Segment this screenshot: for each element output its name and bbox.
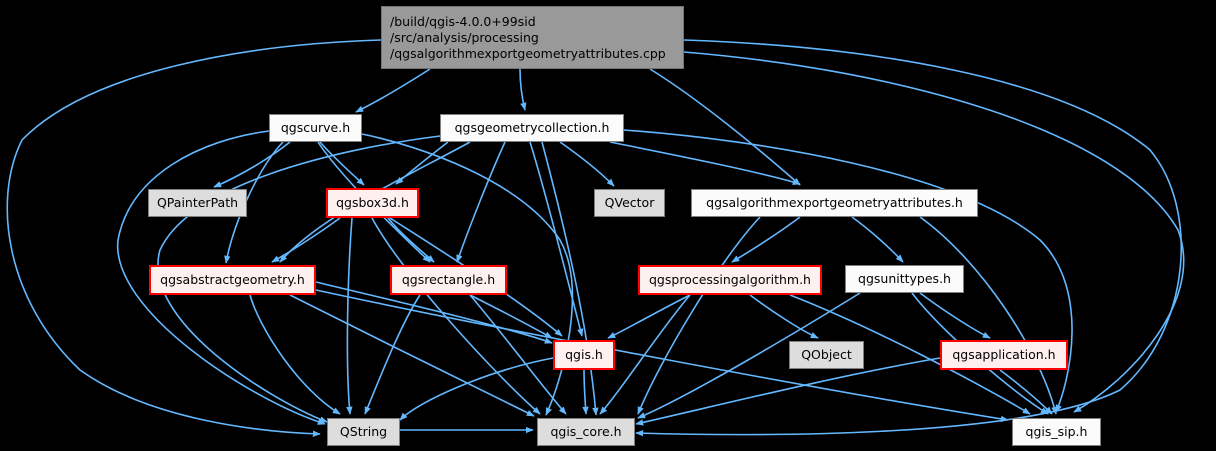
edge-algo-to-procalg <box>731 216 801 263</box>
edge-curve-to-qstring <box>117 130 326 425</box>
node-qobject[interactable]: QObject <box>789 341 864 369</box>
node-label-procalg: qgsprocessingalgorithm.h <box>649 272 811 288</box>
edge-unit-to-qapp <box>919 292 991 339</box>
edge-procalg-to-core <box>599 294 691 415</box>
node-label-box3d: qgsbox3d.h <box>336 195 409 211</box>
node-procalg[interactable]: qgsprocessingalgorithm.h <box>638 265 822 295</box>
edge-algo-to-unit <box>851 216 904 263</box>
edge-curve-to-ppath <box>213 141 291 188</box>
node-unit[interactable]: qgsunittypes.h <box>845 265 964 293</box>
node-geomcol[interactable]: qgsgeometrycollection.h <box>440 114 624 142</box>
edge-geomcol-to-rect <box>456 141 506 263</box>
edge-root-to-geomcol <box>519 68 527 111</box>
node-box3d[interactable]: qgsbox3d.h <box>326 188 419 218</box>
edge-algo-to-core <box>637 216 761 415</box>
node-core[interactable]: qgis_core.h <box>537 418 635 446</box>
node-label-rect: qgsrectangle.h <box>401 272 496 288</box>
edge-absgeom-to-qstring <box>249 294 341 415</box>
edge-geomcol-to-qvector <box>559 141 615 187</box>
node-label-core: qgis_core.h <box>550 424 622 440</box>
edge-box3d-to-core <box>371 217 541 415</box>
edge-root-to-core <box>635 39 1182 437</box>
edge-unit-to-core <box>637 292 861 419</box>
edge-geomcol-to-core <box>541 141 599 416</box>
edge-absgeom-to-sip <box>315 289 1009 423</box>
edge-qgis-to-core <box>582 369 589 415</box>
node-rect[interactable]: qgsrectangle.h <box>390 265 507 295</box>
node-label-ppath: QPainterPath <box>156 195 239 211</box>
node-curve[interactable]: qgscurve.h <box>269 114 362 142</box>
edge-root-to-sip <box>683 51 1185 413</box>
node-root[interactable]: /build/qgis-4.0.0+99sid /src/analysis/pr… <box>381 6 684 69</box>
edge-geomcol-to-box3d <box>395 141 449 185</box>
edge-box3d-to-qstring <box>346 217 353 415</box>
edge-box3d-to-rect <box>387 217 435 263</box>
node-qvector[interactable]: QVector <box>594 189 665 217</box>
edge-absgeom-to-core <box>289 294 535 417</box>
edge-geomcol-to-algo <box>609 141 801 185</box>
edge-root-to-qstring <box>6 39 382 437</box>
node-label-unit: qgsunittypes.h <box>858 271 951 287</box>
node-qapp[interactable]: qgsapplication.h <box>940 340 1068 370</box>
edge-rect-to-qgis <box>469 294 553 339</box>
edge-geomcol-to-qstring <box>157 135 441 423</box>
edge-rect-to-core <box>469 294 567 415</box>
node-sip[interactable]: qgis_sip.h <box>1012 418 1101 446</box>
edge-root-to-curve <box>355 68 431 113</box>
node-label-qstring: QString <box>339 424 388 440</box>
node-label-root: /build/qgis-4.0.0+99sid /src/analysis/pr… <box>390 13 666 61</box>
edge-curve-to-box3d <box>319 141 365 186</box>
node-label-sip: qgis_sip.h <box>1025 424 1088 440</box>
node-qstring[interactable]: QString <box>327 418 400 446</box>
edge-absgeom-to-qgis <box>315 281 553 344</box>
node-label-qvector: QVector <box>604 195 655 211</box>
edge-box3d-to-absgeom <box>271 217 341 263</box>
node-ppath[interactable]: QPainterPath <box>148 189 247 217</box>
node-label-absgeom: qgsabstractgeometry.h <box>160 272 305 288</box>
edge-root-to-algo <box>649 68 801 186</box>
node-label-algo: qgsalgorithmexportgeometryattributes.h <box>706 195 963 211</box>
edge-procalg-to-sip <box>789 294 1031 415</box>
node-label-qapp: qgsapplication.h <box>952 347 1056 363</box>
edge-geomcol-to-sip <box>623 129 1073 413</box>
edge-procalg-to-qobject <box>749 294 819 339</box>
node-label-curve: qgscurve.h <box>280 120 351 136</box>
node-label-qgis: qgis.h <box>565 347 603 363</box>
node-label-geomcol: qgsgeometrycollection.h <box>454 120 610 136</box>
node-algo[interactable]: qgsalgorithmexportgeometryattributes.h <box>691 189 978 217</box>
node-qgis[interactable]: qgis.h <box>553 340 615 370</box>
edge-algo-to-sip <box>919 216 1058 415</box>
edge-qapp-to-core <box>635 357 941 426</box>
edge-procalg-to-qgis <box>607 294 691 339</box>
node-absgeom[interactable]: qgsabstractgeometry.h <box>149 265 316 295</box>
edge-qgis-to-qstring <box>399 357 554 421</box>
node-label-qobject: QObject <box>801 347 852 363</box>
edge-geomcol-to-qgis <box>529 141 584 337</box>
edge-rect-to-qstring <box>364 294 421 415</box>
edge-qapp-to-sip <box>999 369 1053 415</box>
edge-curve-to-absgeom <box>224 141 284 264</box>
